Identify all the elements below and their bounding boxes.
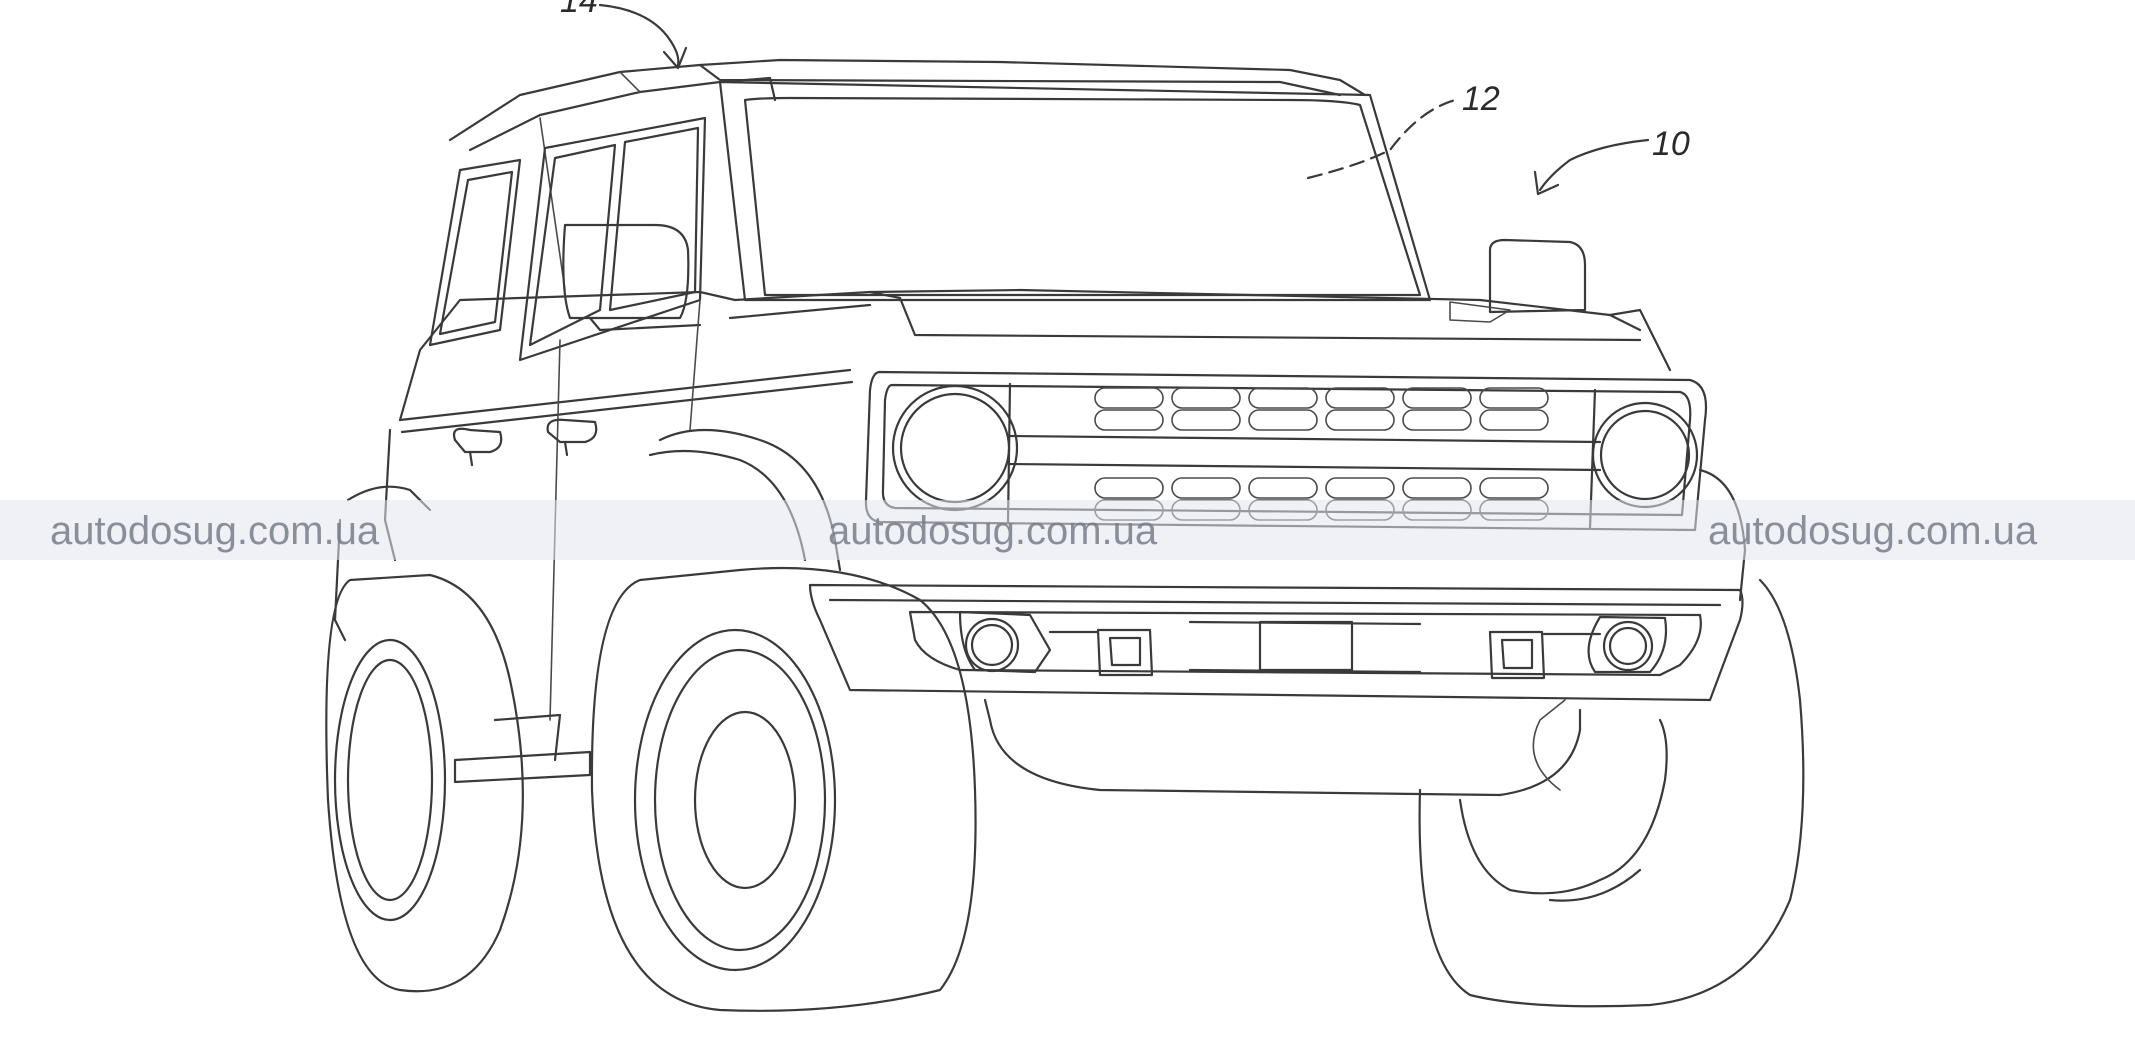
watermark-band: [0, 500, 2135, 560]
roof: [448, 58, 1367, 291]
right-headlight: [1591, 401, 1699, 509]
ref-numeral-14: 14: [560, 0, 598, 20]
left-mirror: [562, 223, 702, 332]
side-windows: [428, 116, 707, 362]
left-headlight: [891, 384, 1019, 512]
leader-line-10: [1533, 138, 1650, 196]
hood: [728, 288, 1672, 372]
leader-line-14: [598, 3, 688, 70]
watermark-text: autodosug.com.ua: [828, 509, 1158, 553]
windshield: [718, 76, 1432, 302]
ref-numeral-10: 10: [1652, 125, 1690, 163]
rear-left-wheel: [325, 573, 524, 993]
front-right-wheel: [1418, 578, 1805, 1008]
watermark-text: autodosug.com.ua: [50, 509, 380, 553]
front-left-wheel: [590, 566, 977, 1012]
ref-numeral-12: 12: [1462, 80, 1500, 118]
grille-slots-upper: [1094, 387, 1549, 431]
front-bumper: [808, 583, 1744, 702]
leader-line-12: [1306, 98, 1457, 180]
watermark-text: autodosug.com.ua: [1708, 509, 2038, 553]
skid-plate: [983, 698, 1582, 797]
right-mirror: [1488, 238, 1587, 314]
